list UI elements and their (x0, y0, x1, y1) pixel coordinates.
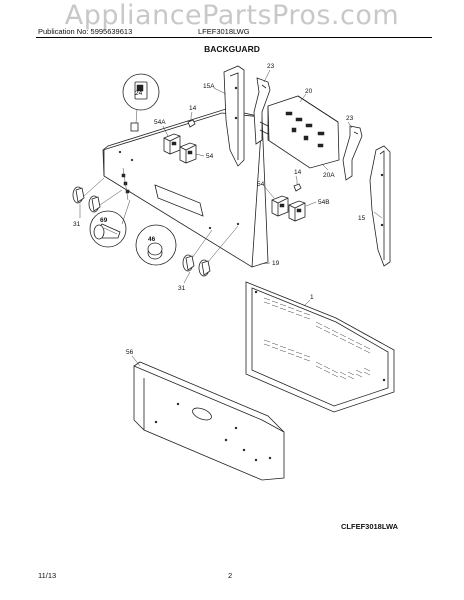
part-clip-14 (187, 117, 196, 128)
model-number: LFEF3018LWG (198, 27, 250, 36)
part-screw-69 (89, 199, 131, 248)
callout-54B: 54B (318, 199, 330, 206)
callout-54A: 54A (154, 119, 166, 126)
part-switch-54-lower (271, 195, 289, 217)
figure-code: CLFEF3018LWA (341, 522, 399, 531)
callout-20A: 20A (323, 172, 335, 179)
part-knob-31-left (72, 177, 123, 213)
watermark-logo: AppliancePartsPros.com (64, 0, 400, 31)
callout-24: 24 (135, 90, 143, 97)
callout-46: 46 (148, 236, 156, 243)
part-end-cap-15A (223, 65, 245, 167)
callout-1: 1 (310, 294, 314, 301)
publication-number: Publication No: 5995639613 (38, 27, 133, 36)
callout-20: 20 (305, 88, 313, 95)
callout-54-upper: 54 (206, 153, 214, 160)
callout-31-left: 31 (73, 221, 81, 228)
callout-31-bottom: 31 (178, 285, 186, 292)
callout-23-right: 23 (346, 115, 354, 122)
callout-15A: 15A (203, 83, 215, 90)
callout-14-upper: 14 (189, 105, 197, 112)
callout-56: 56 (126, 349, 134, 356)
header-rule (36, 37, 432, 38)
callout-labels: 24 14 54A 54 15A 23 20 23 20A 14 54 54B … (73, 63, 366, 356)
callout-69: 69 (100, 217, 108, 224)
part-switch-54A (163, 133, 181, 155)
leader-lines (79, 69, 383, 367)
section-title: BACKGUARD (204, 44, 260, 54)
part-rear-panel-1 (245, 281, 395, 413)
callout-23-upper: 23 (267, 63, 275, 70)
part-knob-31-bottom (182, 225, 239, 277)
part-switch-54 (179, 142, 197, 164)
part-clip-14-lower (293, 180, 302, 192)
callout-15: 15 (358, 215, 366, 222)
callout-14-lower: 14 (294, 169, 302, 176)
control-panel (102, 108, 269, 268)
part-control-board-20 (259, 95, 340, 169)
part-lower-bracket-56 (133, 361, 285, 481)
part-end-cap-15 (369, 145, 391, 267)
footer-date: 11/13 (38, 571, 57, 580)
part-knob-46 (135, 224, 177, 266)
part-bracket-23a (253, 77, 271, 145)
part-switch-24 (122, 73, 160, 132)
page-number: 2 (228, 571, 233, 580)
part-fastener-column (121, 167, 130, 201)
part-bracket-23b (342, 125, 363, 181)
callout-54-lower: 54 (257, 181, 265, 188)
callout-19: 19 (272, 260, 280, 267)
part-switch-54B (288, 200, 306, 222)
